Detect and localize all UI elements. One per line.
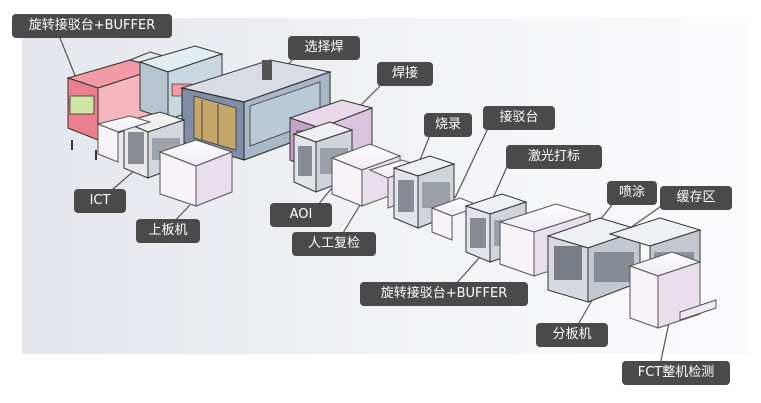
depanel-machine [546, 217, 642, 303]
label-selective-solder: 选择焊 [288, 36, 360, 60]
loader-box [96, 115, 234, 207]
label-solder: 焊接 [377, 62, 433, 86]
label-depanel: 分板机 [536, 323, 608, 347]
label-fct: FCT整机检测 [622, 361, 730, 385]
label-rotary-buffer-bottom: 旋转接驳台+BUFFER [360, 282, 528, 306]
fct-station [628, 251, 717, 329]
label-loader: 上板机 [136, 219, 200, 243]
label-laser: 激光打标 [506, 145, 602, 169]
label-ict: ICT [74, 189, 126, 213]
label-aoi: AOI [270, 203, 332, 227]
label-spray: 喷涂 [607, 181, 657, 205]
label-buffer-zone: 缓存区 [660, 186, 732, 210]
label-dock: 接驳台 [483, 106, 555, 130]
label-rotary-buffer-top: 旋转接驳台+BUFFER [12, 14, 172, 38]
label-manual-check: 人工复检 [292, 232, 376, 256]
label-burn: 烧录 [424, 113, 472, 137]
dock-conveyor [430, 197, 482, 241]
